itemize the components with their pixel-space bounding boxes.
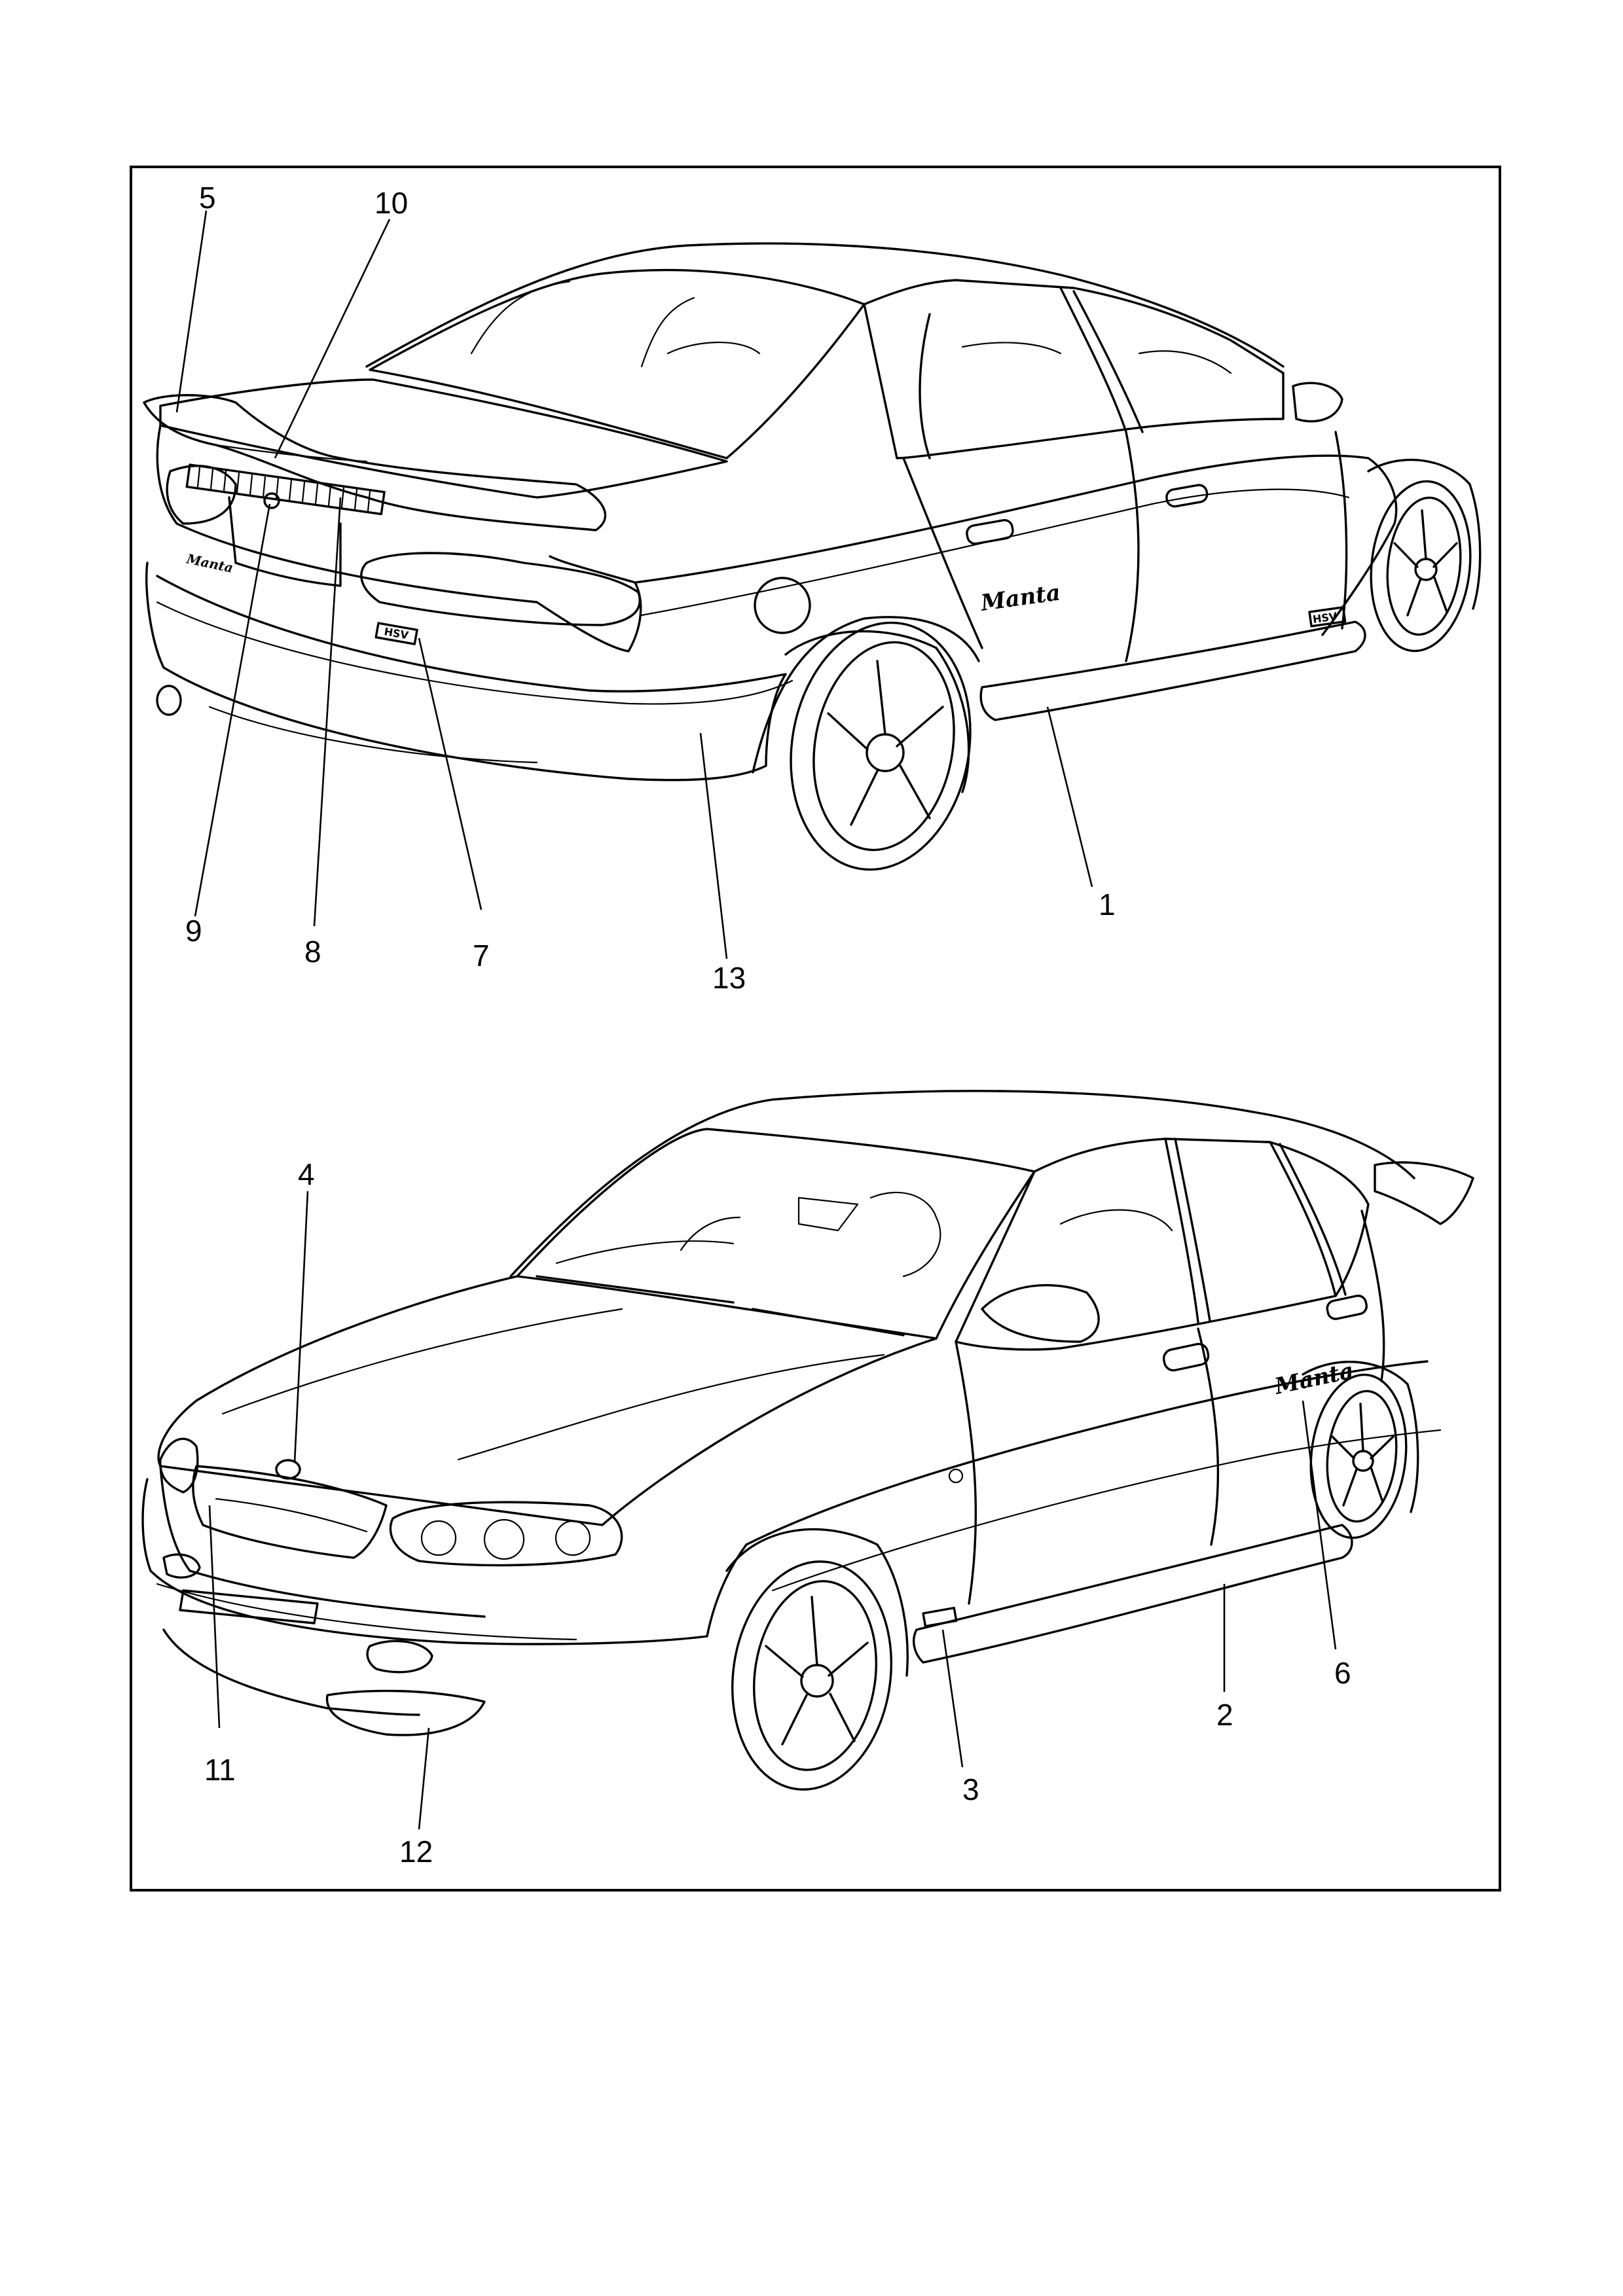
front-view-car: Manta: [143, 1091, 1473, 1800]
rear-car-front-wheel: [1363, 460, 1480, 656]
rear-car-emblem: [264, 493, 279, 508]
front-car-windscreen: [517, 1129, 1034, 1338]
callout-5: 5: [199, 181, 216, 215]
rear-car-exhaust: [157, 686, 181, 715]
rear-car-tail-lamp-right: [361, 553, 640, 625]
front-car-side-glass: [956, 1139, 1368, 1350]
front-car-side-repeater: [949, 1469, 962, 1482]
rear-car-rear-wheel: [772, 608, 989, 884]
front-car-front-wheel: [718, 1530, 907, 1800]
rear-car-garnish-ribs: [198, 467, 370, 511]
callout-9: 9: [185, 914, 202, 948]
rear-car-rear-window: [370, 270, 864, 458]
rear-car-bumper: [147, 563, 786, 780]
callout-10: 10: [374, 186, 408, 220]
front-car-door-script: Manta: [1272, 1357, 1357, 1400]
rear-car-door-handle-rear: [966, 519, 1014, 545]
front-car-grille: [193, 1466, 386, 1558]
front-car-side-skirt: [914, 1525, 1352, 1662]
rear-car-boot-script: Manta: [185, 550, 234, 576]
callout-6: 6: [1334, 1656, 1351, 1690]
rear-car-side-skirt: [981, 622, 1365, 720]
rear-car-bootlid: [160, 380, 727, 497]
front-car-door-handle-rear: [1326, 1295, 1368, 1321]
front-car-foglamp-right: [367, 1641, 432, 1672]
rear-car-fuel-flap: [755, 578, 810, 633]
rear-car-tail-panel: [157, 425, 640, 651]
callout-13: 13: [712, 961, 746, 995]
front-car-sill-badge: [923, 1608, 957, 1626]
front-car-lip-insert: [327, 1691, 484, 1734]
rear-car-plate-recess: [229, 497, 340, 586]
front-car-roofline: [511, 1091, 1414, 1276]
callout-2: 2: [1216, 1698, 1233, 1732]
callout-11: 11: [204, 1753, 236, 1787]
rear-car-side-windows: [864, 280, 1283, 458]
callout-12: 12: [399, 1835, 433, 1869]
callout-4: 4: [298, 1157, 315, 1191]
rear-car-spoiler: [144, 395, 605, 530]
front-car-rear-spoiler: [1375, 1162, 1473, 1224]
rear-view-car: Manta HSV HSV Manta: [144, 243, 1480, 884]
callout-8: 8: [304, 935, 321, 969]
callout-1: 1: [1099, 888, 1116, 922]
front-car-mirror: [982, 1285, 1099, 1342]
rear-car-door-script: Manta: [979, 579, 1062, 617]
rear-car-mirror: [1293, 383, 1342, 422]
callout-leaders: [177, 211, 1336, 1829]
callout-7: 7: [473, 939, 490, 973]
front-car-bonnet: [158, 1276, 936, 1525]
callout-3: 3: [962, 1772, 979, 1806]
callout-numbers: 5 10 1 9 8 7 13 4 11 12 3 2 6: [185, 181, 1351, 1869]
front-car-headlamp-left: [160, 1439, 198, 1492]
